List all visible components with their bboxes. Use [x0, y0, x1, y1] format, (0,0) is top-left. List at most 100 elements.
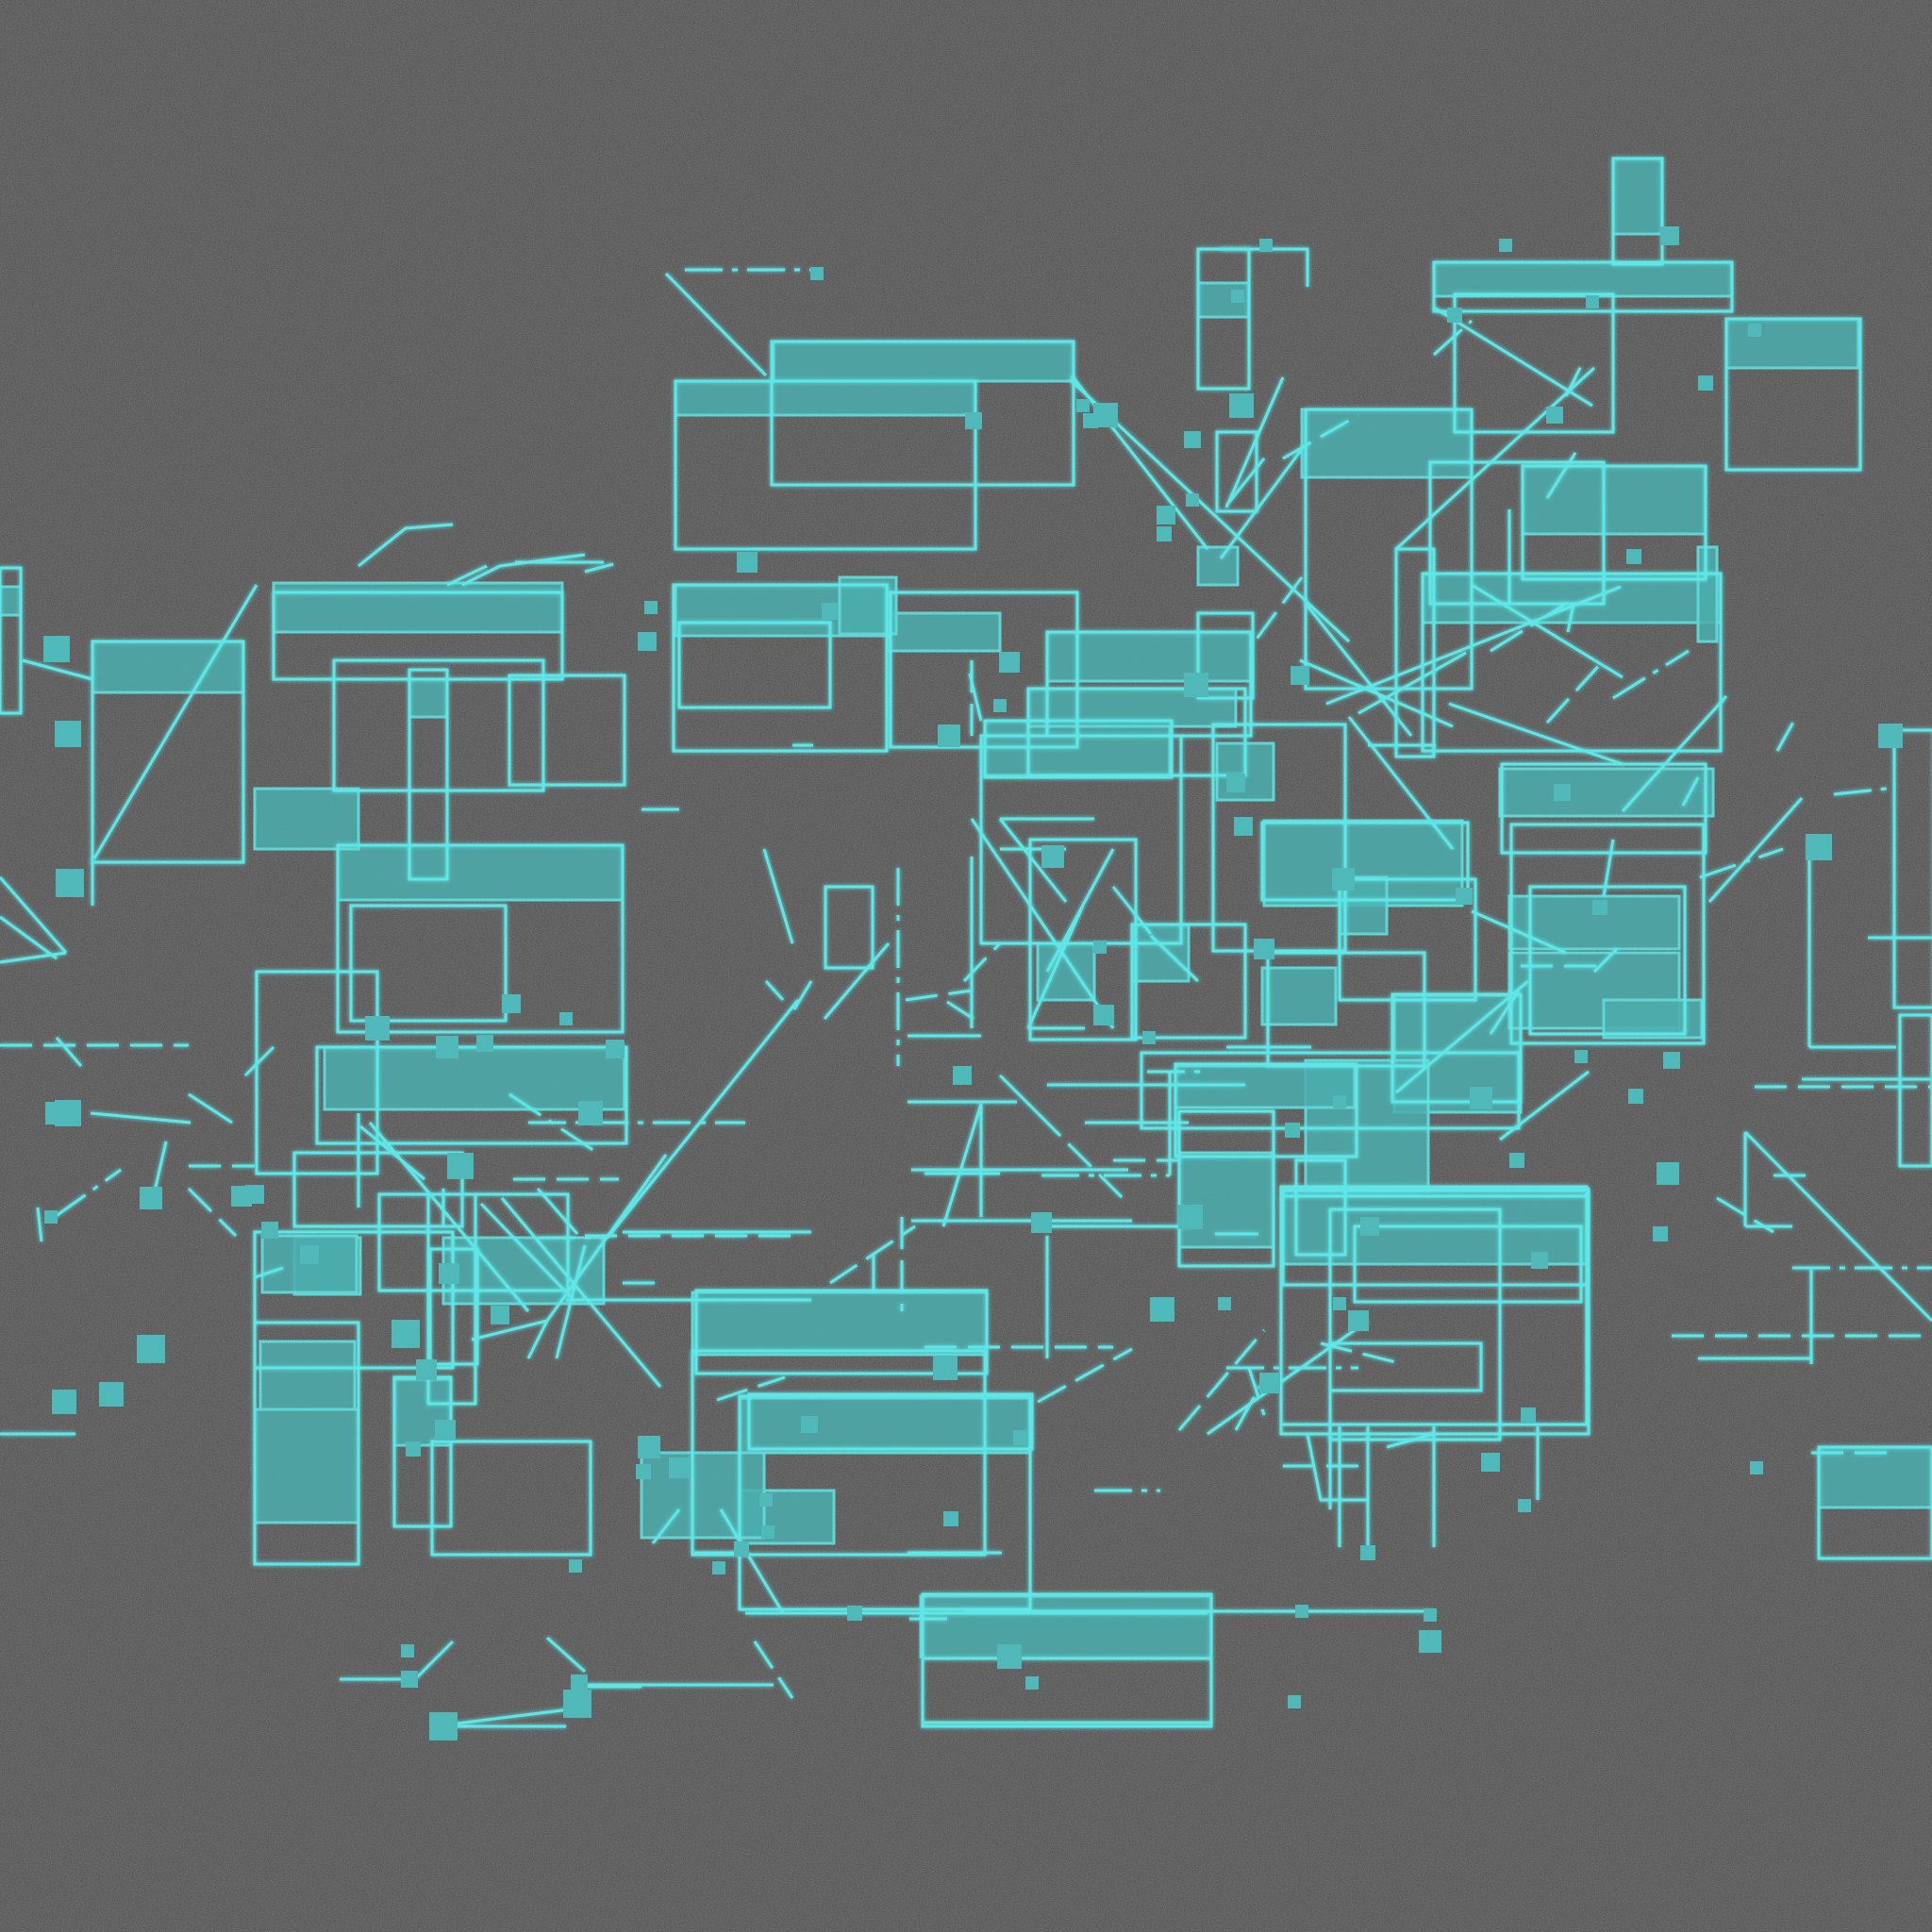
square-node — [1878, 724, 1903, 748]
filled-band — [253, 1407, 360, 1524]
square-node — [999, 652, 1020, 673]
connector-line — [526, 1320, 549, 1359]
square-node — [1653, 1226, 1668, 1241]
square-node — [401, 1671, 418, 1688]
dashed-connector — [764, 979, 785, 1002]
wireframe-block — [408, 668, 449, 881]
connector-line — [0, 951, 67, 964]
dashed-connector — [54, 1168, 122, 1219]
dashed-connector — [508, 1092, 595, 1153]
square-node — [491, 1306, 509, 1324]
connector-line — [1219, 448, 1304, 559]
square-node — [1031, 1212, 1052, 1233]
square-node — [1360, 1545, 1375, 1560]
connector-line — [1304, 603, 1413, 737]
filled-band — [1177, 1151, 1275, 1249]
connector-line — [1545, 452, 1577, 499]
square-node — [1592, 900, 1607, 915]
square-node — [401, 1644, 414, 1657]
connector-line — [359, 1124, 425, 1181]
node-layer — [43, 226, 1903, 1740]
square-node — [1150, 1297, 1174, 1322]
wireframe-block — [1196, 611, 1255, 700]
step-connector — [433, 1706, 586, 1728]
dashed-connector — [1036, 1111, 1124, 1200]
square-node — [1093, 403, 1118, 427]
filled-band — [919, 1594, 1213, 1660]
square-node — [1628, 1089, 1643, 1104]
connector-line — [92, 584, 258, 859]
wireframe-block — [1026, 687, 1247, 777]
wireframe-block — [508, 674, 626, 787]
square-node — [933, 1356, 958, 1380]
wireframe-block — [1338, 877, 1477, 1002]
square-node — [55, 1100, 81, 1126]
square-node — [1481, 1453, 1500, 1472]
connector-line — [1499, 1070, 1590, 1141]
dashed-connector — [905, 989, 973, 1002]
square-node — [1229, 393, 1254, 418]
wireframe-block — [428, 1247, 479, 1366]
wireframe-block — [824, 885, 874, 970]
wireframe-block — [1453, 292, 1615, 434]
filled-band — [258, 1340, 357, 1411]
connector-line — [1347, 716, 1455, 850]
square-node — [1093, 1005, 1114, 1025]
square-node — [502, 994, 521, 1013]
wireframe-block — [1215, 430, 1258, 513]
connector-line — [55, 1037, 83, 1067]
dashed-connector — [1545, 658, 1606, 724]
step-connector — [1306, 1433, 1368, 1502]
wireframe-block — [677, 621, 832, 709]
filled-band — [1611, 157, 1664, 236]
filled-band — [1196, 545, 1240, 587]
connector-line — [1357, 651, 1467, 715]
wireframe-block — [253, 1230, 455, 1370]
filled-band — [738, 1396, 1032, 1455]
connector-line — [1026, 905, 1085, 1029]
wireframe-block — [1174, 1062, 1358, 1158]
filled-band — [1174, 1064, 1357, 1109]
wireframe-block — [0, 566, 23, 715]
dashed-connector — [1490, 602, 1567, 653]
square-node — [734, 1541, 749, 1557]
dashed-connector — [1699, 847, 1784, 879]
square-node — [761, 1525, 774, 1539]
wireframe-block — [672, 583, 889, 753]
filled-band — [640, 1451, 766, 1540]
filled-band — [1817, 1445, 1932, 1509]
connector-line — [545, 1154, 668, 1322]
dashed-connector — [716, 1375, 786, 1402]
square-node — [1470, 1087, 1492, 1109]
square-node — [1806, 834, 1832, 860]
square-node — [1333, 1297, 1346, 1310]
wireframe-block — [1892, 728, 1932, 1009]
connector-line — [536, 1188, 579, 1235]
square-node — [1531, 1252, 1548, 1269]
wireframe-block — [1130, 923, 1247, 1040]
square-node — [822, 603, 839, 620]
square-node — [1546, 407, 1563, 424]
square-node — [140, 1187, 162, 1209]
wireframe-block — [253, 1321, 360, 1566]
connector-line — [368, 1122, 530, 1312]
square-node — [997, 1644, 1022, 1669]
dashed-connector — [1681, 776, 1700, 807]
square-node — [137, 1335, 165, 1363]
square-node — [261, 1222, 278, 1239]
connector-line — [22, 658, 93, 681]
wireframe-block — [1724, 317, 1862, 472]
filled-band — [1724, 317, 1860, 370]
dashed-connector — [1564, 358, 1587, 397]
square-node — [1295, 1605, 1308, 1618]
dashed-connector — [1253, 576, 1304, 642]
square-node — [1750, 1461, 1763, 1474]
square-node — [429, 1712, 458, 1740]
dashed-connector — [829, 1224, 916, 1285]
square-node — [99, 1382, 124, 1407]
square-node — [1698, 375, 1713, 391]
wireframe-block — [255, 970, 379, 1175]
square-node — [1518, 1499, 1531, 1512]
connector-line — [446, 564, 488, 587]
square-node — [847, 1606, 862, 1621]
